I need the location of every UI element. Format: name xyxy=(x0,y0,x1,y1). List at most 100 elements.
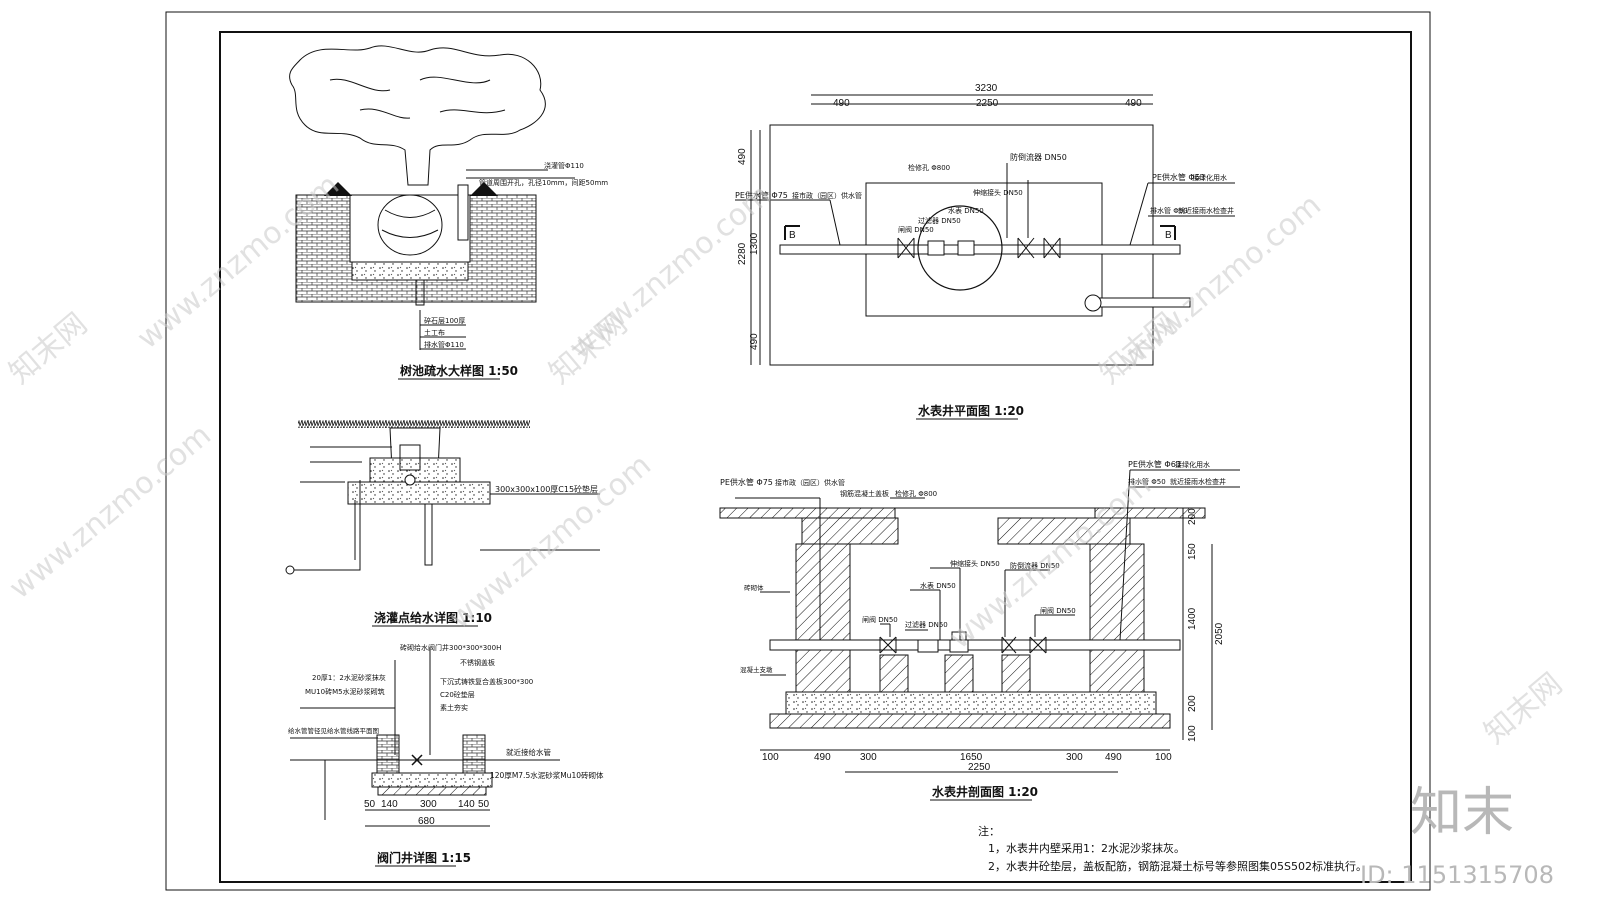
plan-dim-left-1: 2280 xyxy=(737,242,748,265)
sec-label-13: 接绿化用水 xyxy=(1175,460,1210,469)
vw-dim-3: 140 xyxy=(458,799,475,810)
note-item-2: 2，水表井砼垫层，盖板配筋，钢筋混凝土标号等参照图集05S502标准执行。 xyxy=(988,859,1367,873)
root-ball xyxy=(377,194,443,256)
section-gate-valve-icon-right xyxy=(1029,636,1047,654)
tp-label-1: 管道周围开孔，孔径10mm，间距50mm xyxy=(479,178,608,187)
notes-block: 注： 1，水表井内壁采用1：2水泥沙浆抹灰。 2，水表井砼垫层，盖板配筋，钢筋混… xyxy=(978,824,1367,873)
outer-frame xyxy=(165,11,1431,891)
sec-label-12: PE供水管 Φ63 xyxy=(1128,459,1181,469)
section-base-slab xyxy=(785,691,1157,715)
plan-dim-left-3: 490 xyxy=(749,333,760,350)
section-wall-left xyxy=(795,543,851,693)
pit-curb-left xyxy=(324,182,352,196)
section-mark-right: B xyxy=(1165,230,1172,241)
pier-3 xyxy=(1001,654,1031,693)
sec-dim-total: 2250 xyxy=(968,762,991,773)
plan-label-3: 闸阀 DN50 xyxy=(898,225,934,234)
sec-dim-right-1: 150 xyxy=(1187,543,1198,560)
section-wall-right xyxy=(1089,543,1145,693)
well-valve-icon xyxy=(411,754,423,766)
plan-dim-top-2: 2250 xyxy=(976,98,999,109)
sec-dim-right-5: 2050 xyxy=(1214,622,1225,645)
brand-logo: 知末 xyxy=(1410,783,1514,843)
sec-label-2: 钢筋混凝土盖板 xyxy=(840,489,889,498)
vw-label-3: MU10砖M5水泥砂浆砌筑 xyxy=(305,687,385,696)
vw-label-2: 不锈钢盖板 xyxy=(460,658,495,667)
tree-pit-title: 树池疏水大样图 1:50 xyxy=(400,363,518,378)
tp-label-3: 土工布 xyxy=(424,328,445,337)
backflow-preventer-icon xyxy=(1017,237,1035,259)
water-meter-icon xyxy=(957,240,975,256)
tree-canopy-icon xyxy=(289,45,546,186)
meter-well-plan: 3230 490 2250 490 490 2280 1300 490 B B … xyxy=(735,83,1235,420)
vw-label-4: 下沉式铸铁复合盖板300*300 xyxy=(440,677,533,686)
irrigation-title: 浇灌点给水详图 1:10 xyxy=(374,610,492,625)
vw-label-0: 20厚1：2水泥砂浆抹灰 xyxy=(312,673,386,682)
gate-valve-icon-right xyxy=(1043,237,1061,259)
plan-label-11: 就近接雨水检查井 xyxy=(1178,206,1234,215)
sec-label-11: 混凝土支墩 xyxy=(740,665,773,674)
section-supply-pipe xyxy=(769,639,1181,651)
vw-label-5: C20砼垫层 xyxy=(440,690,475,699)
vw-label-1: 砖砌给水阀门井300*300*300H xyxy=(400,643,501,652)
irrigation-valve-icon xyxy=(404,474,416,486)
plan-dim-left-2: 1300 xyxy=(749,232,760,255)
pier-1 xyxy=(879,654,909,693)
plan-dim-top-3: 490 xyxy=(1125,98,1142,109)
grass-surface xyxy=(298,420,530,428)
sec-label-0: PE供水管 Φ75 xyxy=(720,477,773,487)
plan-label-4: 防倒流器 DN50 xyxy=(1010,152,1067,162)
plan-label-9: 接绿化用水 xyxy=(1192,173,1227,182)
notes-heading: 注： xyxy=(978,824,1000,838)
meter-section-title: 水表井剖面图 1:20 xyxy=(932,784,1038,799)
sec-dim-bottom-1: 490 xyxy=(814,752,831,763)
sec-label-10: 砖砌体 xyxy=(744,583,764,592)
valve-well-title: 阀门井详图 1:15 xyxy=(377,850,471,865)
plan-label-2: 检修孔 Φ800 xyxy=(908,163,950,172)
inspection-hole-icon xyxy=(917,205,1003,291)
sec-label-4: 伸缩接头 DN50 xyxy=(950,559,1000,568)
brand-id: ID: 1151315708 xyxy=(1360,861,1554,889)
sec-dim-right-2: 1400 xyxy=(1187,607,1198,630)
vw-dim-0: 50 xyxy=(364,799,376,810)
inner-frame xyxy=(219,31,1412,883)
drain-pipe xyxy=(415,280,425,306)
sec-label-7: 闸阀 DN50 xyxy=(862,615,898,624)
vw-label-6: 素土夯实 xyxy=(440,703,468,712)
sec-label-9: 闸阀 DN50 xyxy=(1040,606,1076,615)
plan-label-7: 过滤器 DN50 xyxy=(918,216,961,225)
tree-pit-detail: 浇灌管Φ110 管道周围开孔，孔径10mm，间距50mm 碎石层100厚 土工布… xyxy=(289,45,608,380)
filter-icon xyxy=(927,240,945,256)
sec-dim-right-3: 200 xyxy=(1187,695,1198,712)
vw-dim-4: 50 xyxy=(478,799,490,810)
watermark-site-5: www.znzmo.com xyxy=(443,448,658,637)
plan-label-0: PE供水管 Φ75 xyxy=(735,190,788,200)
sec-dim-right-4: 100 xyxy=(1187,725,1198,742)
sec-dim-bottom-3: 1650 xyxy=(960,752,983,763)
watermark-brand-4: 知末网 xyxy=(1478,666,1569,751)
cover-slab-left xyxy=(801,517,899,545)
well-base xyxy=(371,772,493,788)
sec-label-15: 就近接雨水检查井 xyxy=(1170,477,1226,486)
irrigation-detail: 300x300x100厚C15砼垫层 浇灌点给水详图 1:10 xyxy=(285,420,600,627)
section-gate-valve-icon-left xyxy=(879,636,897,654)
sec-dim-bottom-6: 100 xyxy=(1155,752,1172,763)
plan-dim-top-0: 3230 xyxy=(975,83,998,94)
concrete-bed xyxy=(347,481,491,505)
irrigation-pipe xyxy=(457,184,469,241)
cover-slab-right xyxy=(997,517,1131,545)
watermark-brand-1: 知末网 xyxy=(3,306,94,391)
plan-label-10: 排水管 Φ50 xyxy=(1150,206,1188,215)
watermark-site-4: www.znzmo.com xyxy=(3,418,218,607)
sec-label-8: 过滤器 DN50 xyxy=(905,620,948,629)
pit-curb-right xyxy=(470,182,498,196)
vw-dim-2: 300 xyxy=(420,799,437,810)
valve-well-detail: 20厚1：2水泥砂浆抹灰 砖砌给水阀门井300*300*300H 不锈钢盖板 M… xyxy=(288,643,604,867)
sec-label-1: 接市政（园区）供水管 xyxy=(775,478,845,487)
sec-dim-bottom-2: 300 xyxy=(860,752,877,763)
irr-label-0: 300x300x100厚C15砼垫层 xyxy=(495,484,598,494)
section-mark-left: B xyxy=(789,230,796,241)
meter-well-section: PE供水管 Φ75 接市政（园区）供水管 钢筋混凝土盖板 检修孔 Φ800 伸缩… xyxy=(719,459,1240,801)
tp-label-4: 排水管Φ110 xyxy=(424,340,464,349)
section-backflow-icon xyxy=(1001,636,1017,654)
